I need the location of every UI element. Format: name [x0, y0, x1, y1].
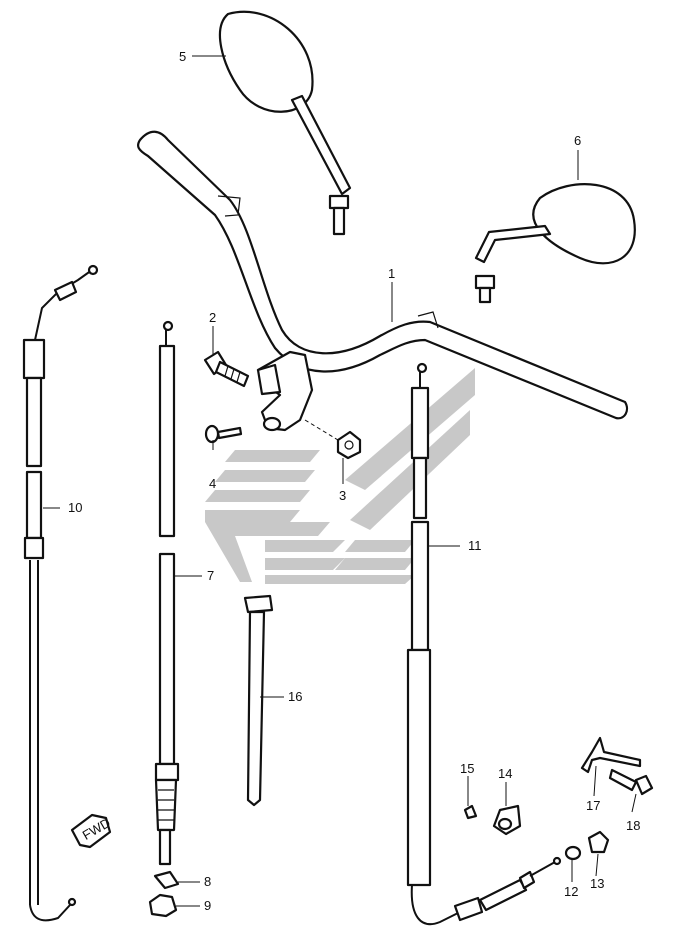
- handlebar-bolt[interactable]: [203, 350, 250, 388]
- callout-5: 5: [179, 49, 186, 64]
- callout-10: 10: [68, 500, 82, 515]
- callout-3: 3: [339, 488, 346, 503]
- bracket-screw[interactable]: [463, 804, 478, 820]
- throttle-cable[interactable]: [22, 264, 99, 922]
- suzuki-watermark-logo: [205, 368, 475, 584]
- callout-8: 8: [204, 874, 211, 889]
- left-mirror[interactable]: [219, 10, 352, 236]
- clamp-bolt[interactable]: [608, 768, 654, 796]
- nut[interactable]: [304, 419, 362, 460]
- cable-bracket[interactable]: [492, 804, 522, 836]
- rubber-boot[interactable]: [564, 845, 582, 861]
- callout-12: 12: [564, 884, 578, 899]
- callout-11: 11: [468, 538, 482, 553]
- callout-2: 2: [209, 310, 216, 325]
- callout-6: 6: [574, 133, 581, 148]
- screw[interactable]: [204, 424, 243, 444]
- callout-17: 17: [586, 798, 600, 813]
- callout-15: 15: [460, 761, 474, 776]
- callout-4: 4: [209, 476, 216, 491]
- wire-clamp[interactable]: [580, 736, 642, 774]
- callout-1: 1: [388, 266, 395, 281]
- callout-14: 14: [498, 766, 512, 781]
- callout-9: 9: [204, 898, 211, 913]
- right-mirror[interactable]: [474, 183, 636, 304]
- fwd-arrow-icon: FWD: [70, 813, 113, 849]
- leader-lines: [43, 55, 637, 907]
- callout-18: 18: [626, 818, 640, 833]
- adjuster-nut[interactable]: [148, 893, 178, 918]
- clutch-cable[interactable]: [154, 320, 180, 866]
- callout-7: 7: [207, 568, 214, 583]
- callout-16: 16: [288, 689, 302, 704]
- callout-13: 13: [590, 876, 604, 891]
- cable-tie[interactable]: [243, 594, 274, 807]
- callout-labels: 5 6 1 2 4 3 10 11 7 16 15 14 17 18 12 13…: [68, 49, 640, 913]
- lock-nut[interactable]: [587, 830, 610, 854]
- adjuster-cap[interactable]: [153, 870, 180, 890]
- handlebar[interactable]: [137, 130, 629, 432]
- brake-cable[interactable]: [406, 362, 562, 926]
